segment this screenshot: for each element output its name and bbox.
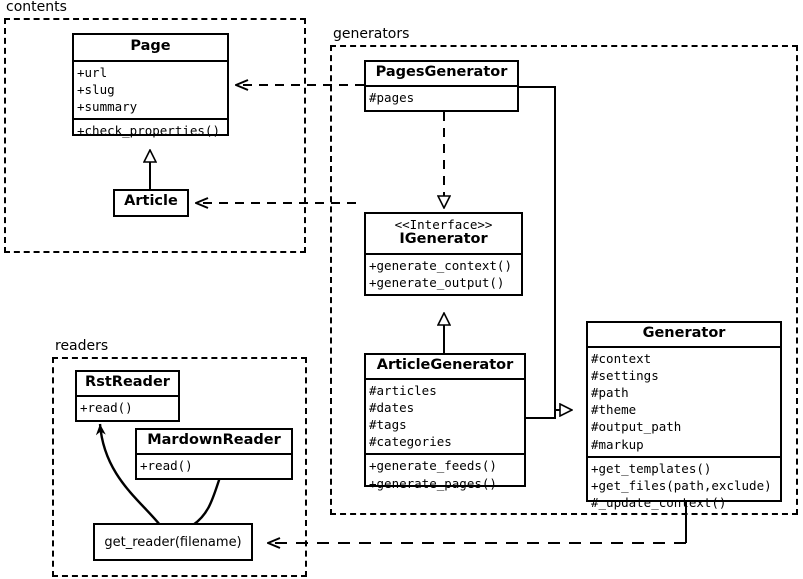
operation: +generate_pages() <box>369 475 497 491</box>
operation: +generate_feeds() <box>369 458 497 474</box>
edge-pagesgenerator-to-generator <box>519 86 572 410</box>
edge-getreader-to-rstreader <box>95 423 161 526</box>
class-page-attributes: +url +slug +summary <box>74 62 227 118</box>
operation: +get_files(path,exclude) <box>591 477 772 493</box>
class-article-title: Article <box>124 193 178 209</box>
operation: +generate_context() <box>369 258 512 274</box>
class-generator-attributes: #context #settings #path #theme #output_… <box>588 348 780 456</box>
class-generator-title: Generator <box>642 325 726 341</box>
class-article[interactable]: Article <box>113 189 189 217</box>
package-generators <box>330 45 798 515</box>
package-readers <box>52 357 307 577</box>
attribute: #path <box>591 385 629 401</box>
class-igenerator-stereotype: <<Interface>> <box>394 217 493 232</box>
class-igenerator-title: IGenerator <box>399 231 488 248</box>
package-contents-label: contents <box>4 0 69 15</box>
attribute: +slug <box>77 82 115 98</box>
attribute: #output_path <box>591 419 682 435</box>
class-generator[interactable]: Generator #context #settings #path #them… <box>586 321 782 510</box>
class-article-generator-operations: +generate_feeds() +generate_pages() <box>366 455 524 494</box>
class-pages-generator[interactable]: PagesGenerator #pages <box>364 60 519 112</box>
class-igenerator-operations: +generate_context() +generate_output() <box>366 255 521 294</box>
class-article-generator[interactable]: ArticleGenerator #articles #dates #tags … <box>364 353 526 491</box>
attribute: +url <box>77 64 108 80</box>
class-pages-generator-attributes: #pages <box>366 87 517 109</box>
operation: +generate_output() <box>369 275 505 291</box>
package-contents <box>4 18 306 253</box>
attribute: #categories <box>369 434 452 450</box>
class-rst-reader-title: RstReader <box>85 374 170 390</box>
operation: +check_properties() <box>77 123 220 139</box>
attribute: +summary <box>77 99 138 115</box>
class-rst-reader-operations: +read() <box>77 397 178 419</box>
attribute: #context <box>591 350 652 366</box>
package-readers-label: readers <box>53 338 111 354</box>
operation: #_update_context() <box>591 494 727 510</box>
package-generators-label: generators <box>331 26 412 42</box>
attribute: #theme <box>591 402 637 418</box>
attribute: #settings <box>591 368 659 384</box>
edge-articlegenerator-to-generator <box>526 410 556 419</box>
function-get-reader-label: get_reader(filename) <box>104 534 242 550</box>
class-pages-generator-title: PagesGenerator <box>375 64 508 80</box>
class-igenerator[interactable]: <<Interface>> IGenerator +generate_conte… <box>364 212 523 296</box>
class-page-title: Page <box>130 38 171 54</box>
operation: +read() <box>80 399 133 415</box>
class-mardown-reader-title: MardownReader <box>147 432 281 448</box>
function-get-reader[interactable]: get_reader(filename) <box>93 523 253 561</box>
attribute: #dates <box>369 400 415 416</box>
class-article-generator-attributes: #articles #dates #tags #categories <box>366 380 524 454</box>
class-generator-operations: +get_templates() +get_files(path,exclude… <box>588 458 780 514</box>
attribute: #pages <box>369 89 415 105</box>
class-page-operations: +check_properties() <box>74 120 227 142</box>
operation: +get_templates() <box>591 460 712 476</box>
attribute: #markup <box>591 436 644 452</box>
attribute: #tags <box>369 417 407 433</box>
class-rst-reader[interactable]: RstReader +read() <box>75 370 180 422</box>
edge-generator-to-getreader <box>268 502 687 543</box>
class-article-generator-title: ArticleGenerator <box>376 357 514 373</box>
class-page[interactable]: Page +url +slug +summary +check_properti… <box>72 33 229 138</box>
attribute: #articles <box>369 382 437 398</box>
class-mardown-reader[interactable]: MardownReader +read() <box>135 428 293 480</box>
class-mardown-reader-operations: +read() <box>137 455 291 477</box>
operation: +read() <box>140 457 193 473</box>
